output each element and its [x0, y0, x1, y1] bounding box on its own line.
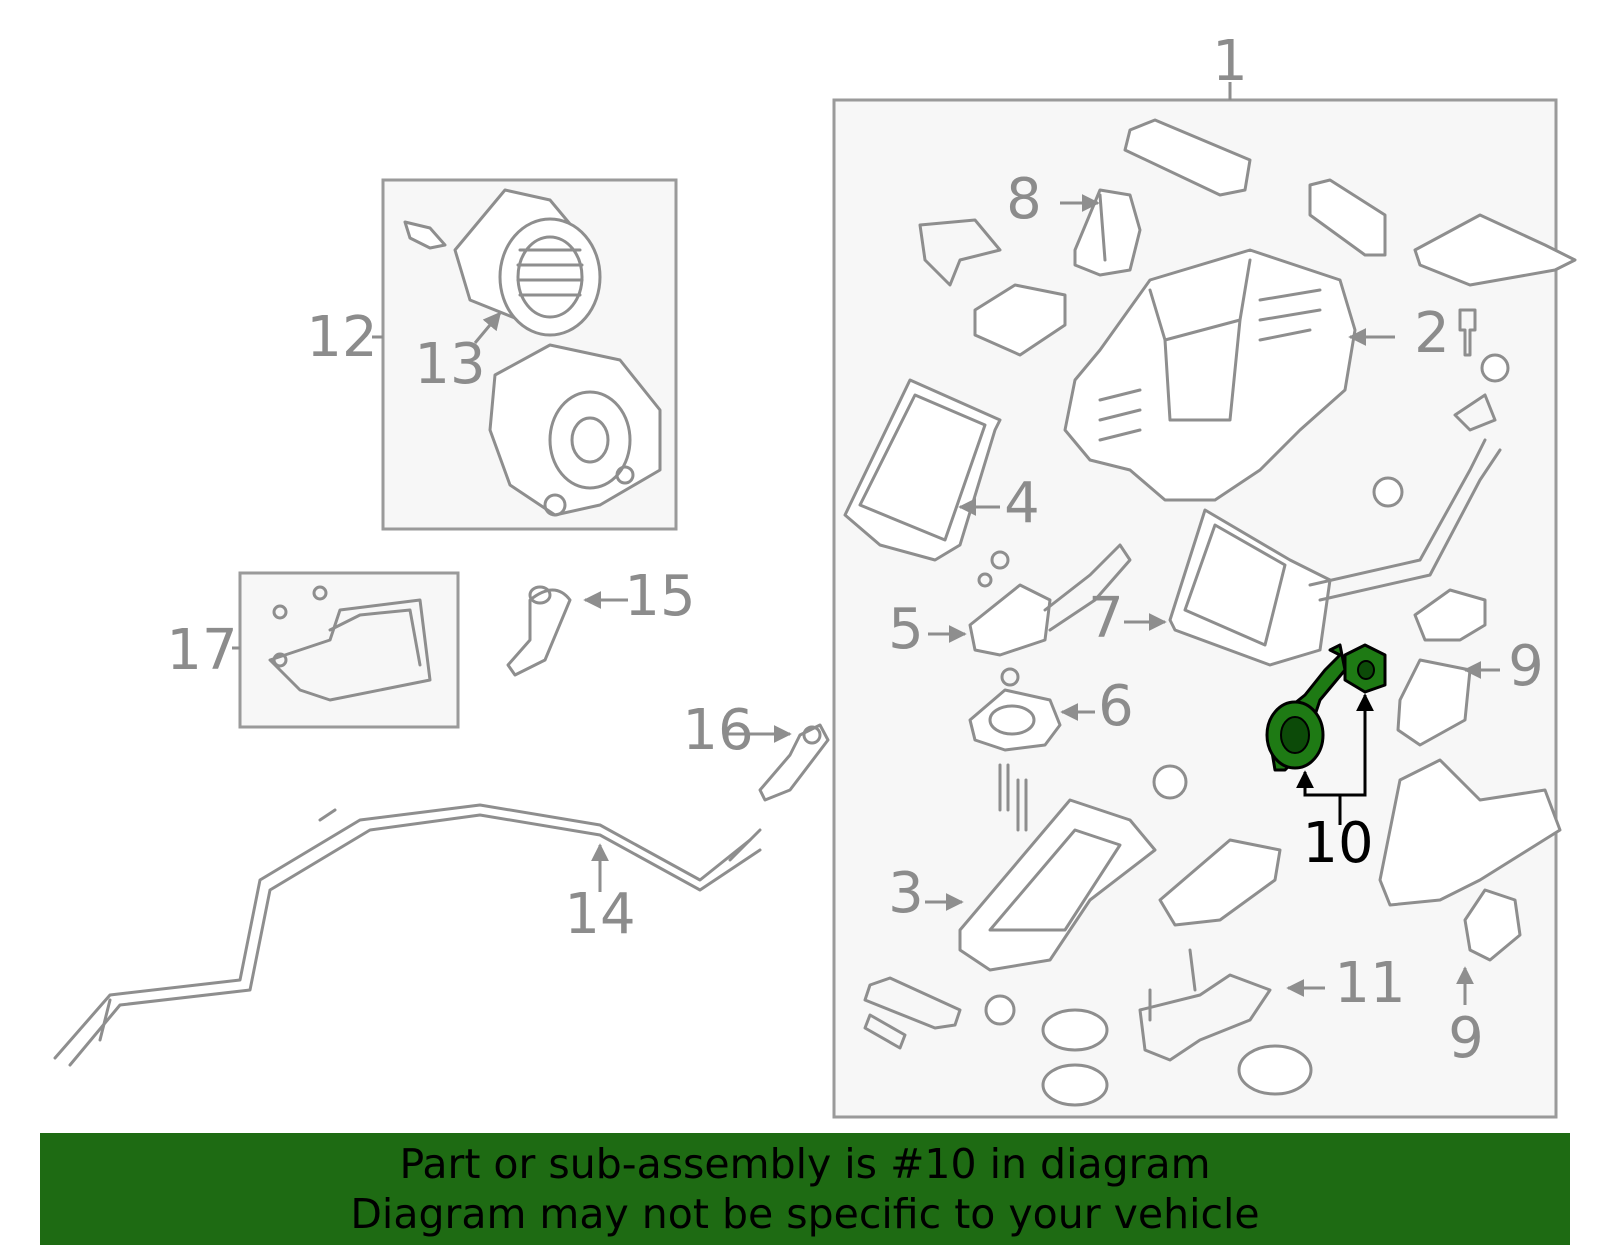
callout-16: 16: [682, 698, 753, 763]
callout-1: 1: [1212, 29, 1248, 94]
grommet: [984, 994, 1016, 1026]
highlighted-part-10: [1265, 643, 1387, 772]
part-11: [1138, 948, 1272, 1062]
callout-14: 14: [564, 882, 635, 947]
filter-panel: [1413, 213, 1577, 287]
nut-right: [1480, 353, 1510, 383]
callout-7: 7: [1088, 586, 1124, 651]
assembly-box-17: [238, 571, 460, 729]
pins: [998, 763, 1028, 832]
callout-13: 13: [414, 332, 485, 397]
bracket-b: [973, 283, 1067, 357]
blower-motor-part: [403, 188, 602, 337]
evaporator-part-7: [1168, 438, 1502, 667]
callout-3: 3: [888, 861, 924, 926]
gasket-bottom-5: [1237, 1044, 1313, 1096]
callout-15: 15: [624, 564, 695, 629]
pipe-17-part: [268, 585, 432, 702]
hose-16-part: [758, 723, 830, 802]
leader-10: [1296, 770, 1342, 825]
hvac-case-part-2: [1063, 248, 1357, 502]
clip-right: [1453, 393, 1497, 432]
nut-mid: [1372, 476, 1404, 508]
gasket-bottom-3: [1041, 1008, 1109, 1052]
callout-8: 8: [1006, 167, 1042, 232]
blower-housing-part: [488, 343, 662, 517]
callout-17: 17: [166, 618, 237, 683]
part-9-upper: [1396, 588, 1487, 747]
banner-line-2: Diagram may not be specific to your vehi…: [350, 1190, 1260, 1238]
callout-9-lower: 9: [1448, 1006, 1484, 1071]
part-9-lower: [1378, 758, 1562, 962]
callout-4: 4: [1004, 471, 1040, 536]
gasket-bottom-2: [863, 1013, 907, 1050]
sensor-part-5: [968, 543, 1132, 657]
banner-line-1: Part or sub-assembly is #10 in diagram: [399, 1140, 1211, 1188]
callout-5: 5: [888, 597, 924, 662]
callout-11: 11: [1334, 951, 1405, 1016]
callout-9-upper: 9: [1508, 634, 1544, 699]
gasket-top-2: [1308, 178, 1387, 257]
bracket-a: [918, 218, 1002, 287]
gasket-bottom-4: [1041, 1063, 1109, 1107]
nut-lower: [1152, 764, 1188, 800]
pipe-14-part: [53, 803, 762, 1067]
callout-10: 10: [1302, 811, 1373, 876]
part-6: [968, 667, 1062, 752]
info-banner: Part or sub-assembly is #10 in diagram D…: [40, 1133, 1570, 1245]
callout-2: 2: [1414, 301, 1450, 366]
gasket-bottom-1: [863, 976, 962, 1030]
hose-15-part: [506, 585, 572, 677]
gasket-top-1: [1123, 118, 1252, 197]
lower-case-part-3: [958, 798, 1282, 972]
callout-12: 12: [306, 305, 377, 370]
callout-6: 6: [1098, 674, 1134, 739]
bolt-right: [1458, 308, 1477, 357]
